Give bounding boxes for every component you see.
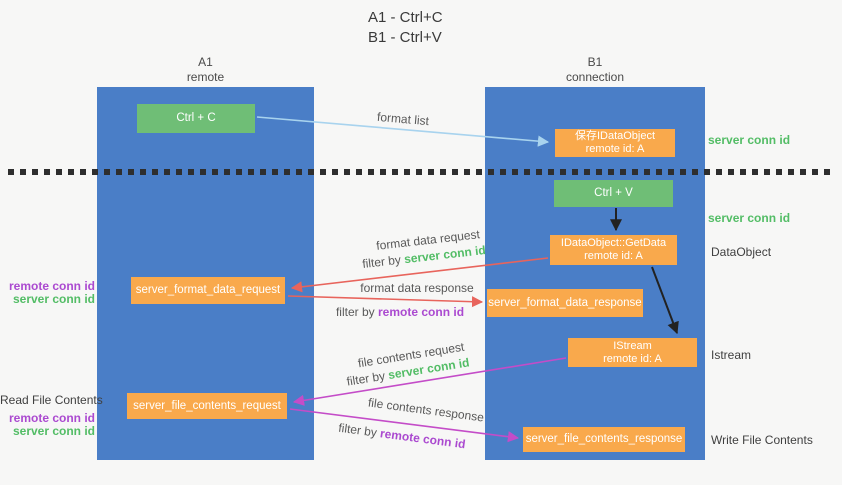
istream-side-label: Istream (711, 348, 752, 362)
server-conn-id-format-label: server conn id (12, 292, 95, 306)
format-data-response-filter: filter by remote conn id (336, 305, 464, 319)
node-getdata-line1: IDataObject::GetData (560, 237, 667, 249)
diagram-title: A1 - Ctrl+C B1 - Ctrl+V (368, 8, 443, 48)
dataobject-label: DataObject (711, 245, 772, 259)
dotted-separator (8, 169, 836, 175)
node-file-response-label: server_file_contents_response (525, 433, 683, 445)
filter-by-text: filter by (335, 305, 375, 319)
remote-conn-id-text: remote conn id (379, 426, 467, 452)
column-b-role: connection (565, 70, 625, 84)
column-a-role: remote (186, 70, 225, 84)
filter-by-text: filter by (337, 420, 378, 440)
column-b-header: B1 connection (485, 55, 705, 85)
server-conn-id-file-label: server conn id (12, 424, 95, 438)
title-line-1: A1 - Ctrl+C (368, 9, 443, 26)
node-format-request: server_format_data_request (131, 277, 285, 304)
node-ctrl-v: Ctrl + V (554, 180, 673, 207)
node-save-dataobject: 保存IDataObject remote id: A (555, 129, 675, 157)
node-format-response: server_format_data_response (487, 289, 643, 317)
title-line-2: B1 - Ctrl+V (368, 29, 442, 46)
node-ctrl-v-label: Ctrl + V (594, 187, 633, 199)
file-contents-response-filter: filter by remote conn id (338, 421, 467, 452)
server-conn-id-top-label: server conn id (708, 133, 791, 147)
node-format-response-label: server_format_data_response (488, 296, 642, 309)
node-istream-line2: remote id: A (603, 352, 662, 365)
node-ctrl-c: Ctrl + C (137, 104, 255, 133)
format-data-response-arrow (287, 295, 484, 308)
node-file-request: server_file_contents_request (127, 393, 287, 419)
column-a-header: A1 remote (97, 55, 314, 85)
file-contents-response-label: file contents response (367, 395, 485, 425)
node-save-dataobject-line1: 保存IDataObject (574, 130, 656, 142)
read-file-contents-label: Read File Contents (0, 393, 103, 407)
format-data-response-label: format data response (360, 281, 474, 295)
format-list-label: format list (376, 109, 430, 129)
node-file-request-label: server_file_contents_request (133, 399, 281, 412)
node-getdata-line2: remote id: A (584, 250, 643, 262)
remote-conn-id-text: remote conn id (378, 305, 465, 319)
remote-conn-id-file-label: remote conn id (8, 411, 95, 425)
column-a-name: A1 (198, 55, 213, 69)
node-istream-line1: IStream (613, 339, 652, 352)
node-file-response: server_file_contents_response (523, 427, 685, 452)
filter-by-text: filter by (361, 252, 402, 271)
node-ctrl-c-label: Ctrl + C (176, 112, 216, 124)
node-save-dataobject-line2: remote id: A (585, 143, 645, 155)
node-format-request-label: server_format_data_request (135, 284, 281, 296)
server-conn-id-mid-label: server conn id (708, 211, 791, 225)
node-getdata: IDataObject::GetData remote id: A (550, 235, 677, 265)
filter-by-text: filter by (345, 368, 387, 389)
column-b-name: B1 (587, 55, 603, 69)
remote-conn-id-format-label: remote conn id (8, 279, 95, 293)
node-istream: IStream remote id: A (568, 338, 697, 367)
write-file-contents-label: Write File Contents (711, 433, 813, 447)
